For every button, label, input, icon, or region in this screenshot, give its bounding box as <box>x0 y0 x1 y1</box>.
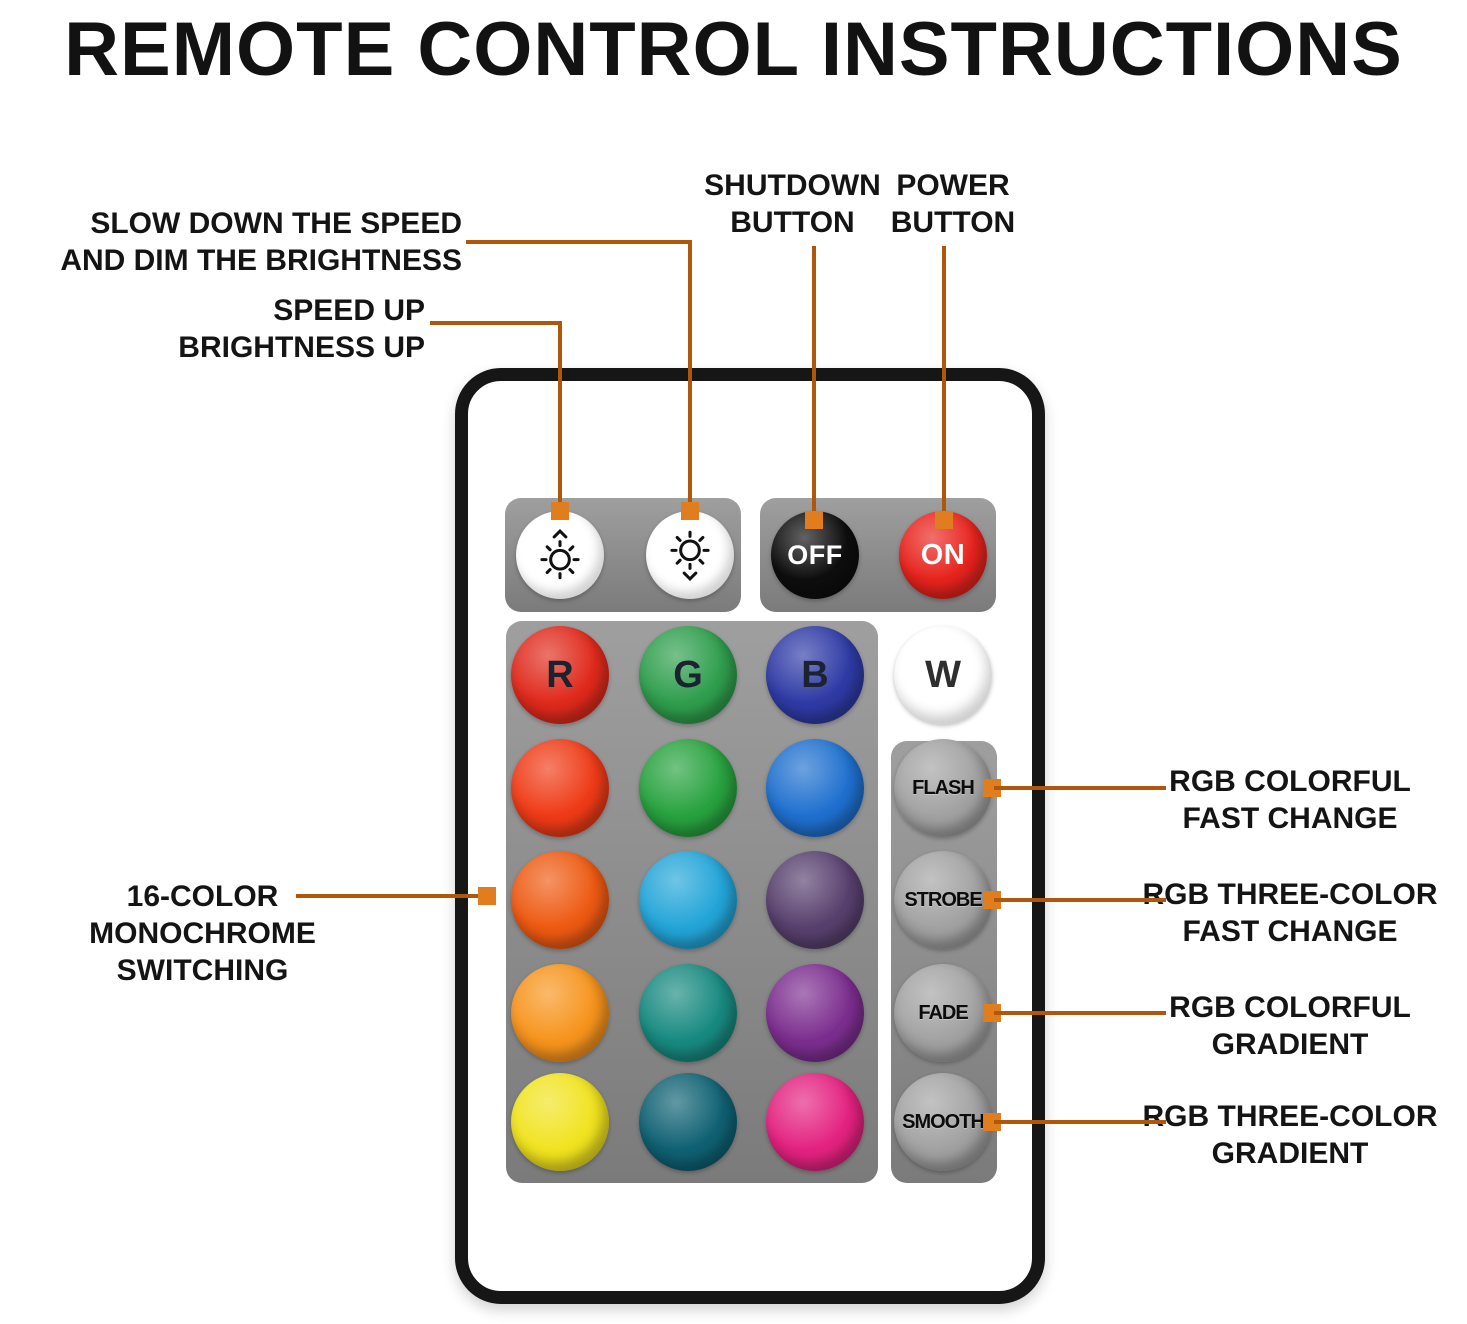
label-text: POWER <box>896 169 1010 202</box>
label-text: FAST CHANGE <box>1182 802 1398 835</box>
connector-endpoint <box>805 511 823 529</box>
color-button-r5c3[interactable] <box>766 1073 864 1171</box>
connector-line <box>558 321 562 506</box>
connector-endpoint <box>983 891 1001 909</box>
color-button-r3c1[interactable] <box>511 851 609 949</box>
mode-button-fade[interactable]: FADE <box>894 964 992 1062</box>
connector-endpoint <box>478 887 496 905</box>
page-title: REMOTE CONTROL INSTRUCTIONS <box>64 7 1403 92</box>
connector-line <box>994 898 1166 902</box>
connector-line <box>994 1011 1166 1015</box>
label-text: BUTTON <box>730 206 855 239</box>
label-fade: RGB COLORFUL GRADIENT <box>1130 989 1450 1063</box>
label-text: SLOW DOWN THE SPEED <box>90 207 462 240</box>
label-text: SHUTDOWN <box>704 169 881 202</box>
label-text: BRIGHTNESS UP <box>178 331 425 364</box>
label-text: AND DIM THE BRIGHTNESS <box>60 244 462 277</box>
connector-line <box>688 240 692 506</box>
off-button[interactable]: OFF <box>771 511 859 599</box>
label-smooth: RGB THREE-COLOR GRADIENT <box>1130 1098 1450 1172</box>
connector-endpoint <box>983 779 1001 797</box>
label-text: FAST CHANGE <box>1182 915 1398 948</box>
label-flash: RGB COLORFUL FAST CHANGE <box>1130 763 1450 837</box>
mode-button-flash[interactable]: FLASH <box>894 739 992 837</box>
label-text: MONOCHROME SWITCHING <box>89 917 316 987</box>
color-button-r5c2[interactable] <box>639 1073 737 1171</box>
connector-line <box>296 894 480 898</box>
connector-line <box>430 321 560 325</box>
connector-line <box>812 246 816 511</box>
color-button-r3c3[interactable] <box>766 851 864 949</box>
color-button-r5c1[interactable] <box>511 1073 609 1171</box>
label-power: POWER BUTTON <box>868 167 1038 241</box>
connector-line <box>994 1120 1166 1124</box>
on-label: ON <box>920 538 966 571</box>
color-button-r2c1[interactable] <box>511 739 609 837</box>
color-button-r3c2[interactable] <box>639 851 737 949</box>
connector-endpoint <box>935 511 953 529</box>
color-button-r2c2[interactable] <box>639 739 737 837</box>
connector-line <box>942 246 946 511</box>
label-text: GRADIENT <box>1211 1137 1369 1170</box>
connector-line <box>466 240 692 244</box>
label-text: RGB COLORFUL <box>1169 991 1411 1024</box>
label-speed-up: SPEED UP BRIGHTNESS UP <box>178 292 425 366</box>
color-button-r4c3[interactable] <box>766 964 864 1062</box>
connector-endpoint <box>681 502 699 520</box>
color-button-r[interactable]: R <box>511 626 609 724</box>
connector-line <box>994 786 1166 790</box>
brightness-down-button[interactable] <box>646 511 734 599</box>
label-text: BUTTON <box>890 206 1016 239</box>
color-button-r4c2[interactable] <box>639 964 737 1062</box>
label-slow-down: SLOW DOWN THE SPEED AND DIM THE BRIGHTNE… <box>60 205 462 279</box>
label-text: RGB THREE-COLOR <box>1142 878 1438 911</box>
label-text: RGB COLORFUL <box>1169 765 1411 798</box>
mode-button-smooth[interactable]: SMOOTH <box>894 1073 992 1171</box>
label-text: RGB THREE-COLOR <box>1142 1100 1438 1133</box>
label-16-color: 16-COLOR MONOCHROME SWITCHING <box>0 878 405 989</box>
label-text: 16-COLOR <box>126 880 279 913</box>
sun-up-icon <box>540 528 580 580</box>
label-text: GRADIENT <box>1211 1028 1369 1061</box>
label-text: SPEED UP <box>273 294 425 327</box>
color-button-w[interactable]: W <box>894 626 992 724</box>
connector-endpoint <box>551 502 569 520</box>
off-label: OFF <box>787 539 843 570</box>
connector-endpoint <box>983 1004 1001 1022</box>
color-button-r4c1[interactable] <box>511 964 609 1062</box>
color-button-g[interactable]: G <box>639 626 737 724</box>
label-strobe: RGB THREE-COLOR FAST CHANGE <box>1130 876 1450 950</box>
color-button-r2c3[interactable] <box>766 739 864 837</box>
label-shutdown: SHUTDOWN BUTTON <box>700 167 885 241</box>
color-button-b[interactable]: B <box>766 626 864 724</box>
sun-down-icon <box>670 530 710 582</box>
brightness-up-button[interactable] <box>516 511 604 599</box>
mode-button-strobe[interactable]: STROBE <box>894 851 992 949</box>
connector-endpoint <box>983 1113 1001 1131</box>
